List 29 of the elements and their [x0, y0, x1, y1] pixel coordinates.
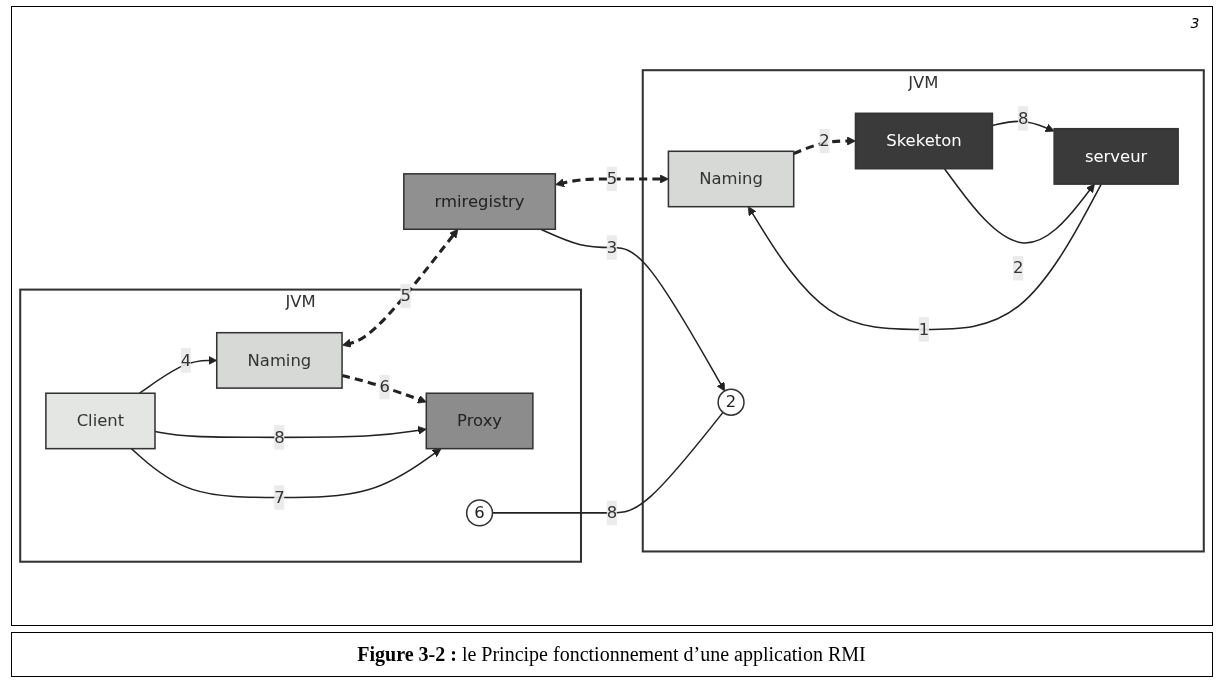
node-box: Naming — [215, 331, 343, 389]
arrow — [747, 183, 1102, 331]
edge-label: 3 — [606, 237, 617, 257]
arrow — [943, 168, 1095, 244]
node-circle: 2 — [716, 388, 745, 416]
figure-caption: Figure 3-2 : le Principe fonctionnement d’une application RMI — [10, 632, 1213, 677]
node-box: Naming — [667, 150, 794, 208]
node-box: Skeketon — [854, 112, 993, 170]
arrow — [991, 120, 1055, 133]
edge-label: 7 — [273, 487, 285, 507]
arrow — [130, 447, 441, 499]
edge-label: 8 — [606, 502, 617, 523]
node-box: Client — [44, 392, 156, 450]
node-box: serveur — [1052, 127, 1179, 185]
arrow — [341, 228, 458, 348]
edge-label: 4 — [180, 350, 191, 370]
arrow — [138, 355, 217, 395]
edge-label: 1 — [918, 319, 929, 339]
node-box: rmiregistry — [402, 173, 556, 231]
edge-label: 8 — [273, 427, 285, 447]
edge-label: 2 — [1012, 258, 1023, 278]
edge-label: 5 — [606, 168, 617, 189]
edge-label: 2 — [818, 130, 830, 151]
edge-label: 6 — [378, 376, 390, 397]
node-box: Proxy — [425, 392, 534, 450]
edge-label: 8 — [1017, 108, 1029, 128]
edge-label: 5 — [399, 285, 411, 306]
step-number: 3 — [1190, 15, 1200, 31]
node-circle: 6 — [465, 499, 493, 527]
